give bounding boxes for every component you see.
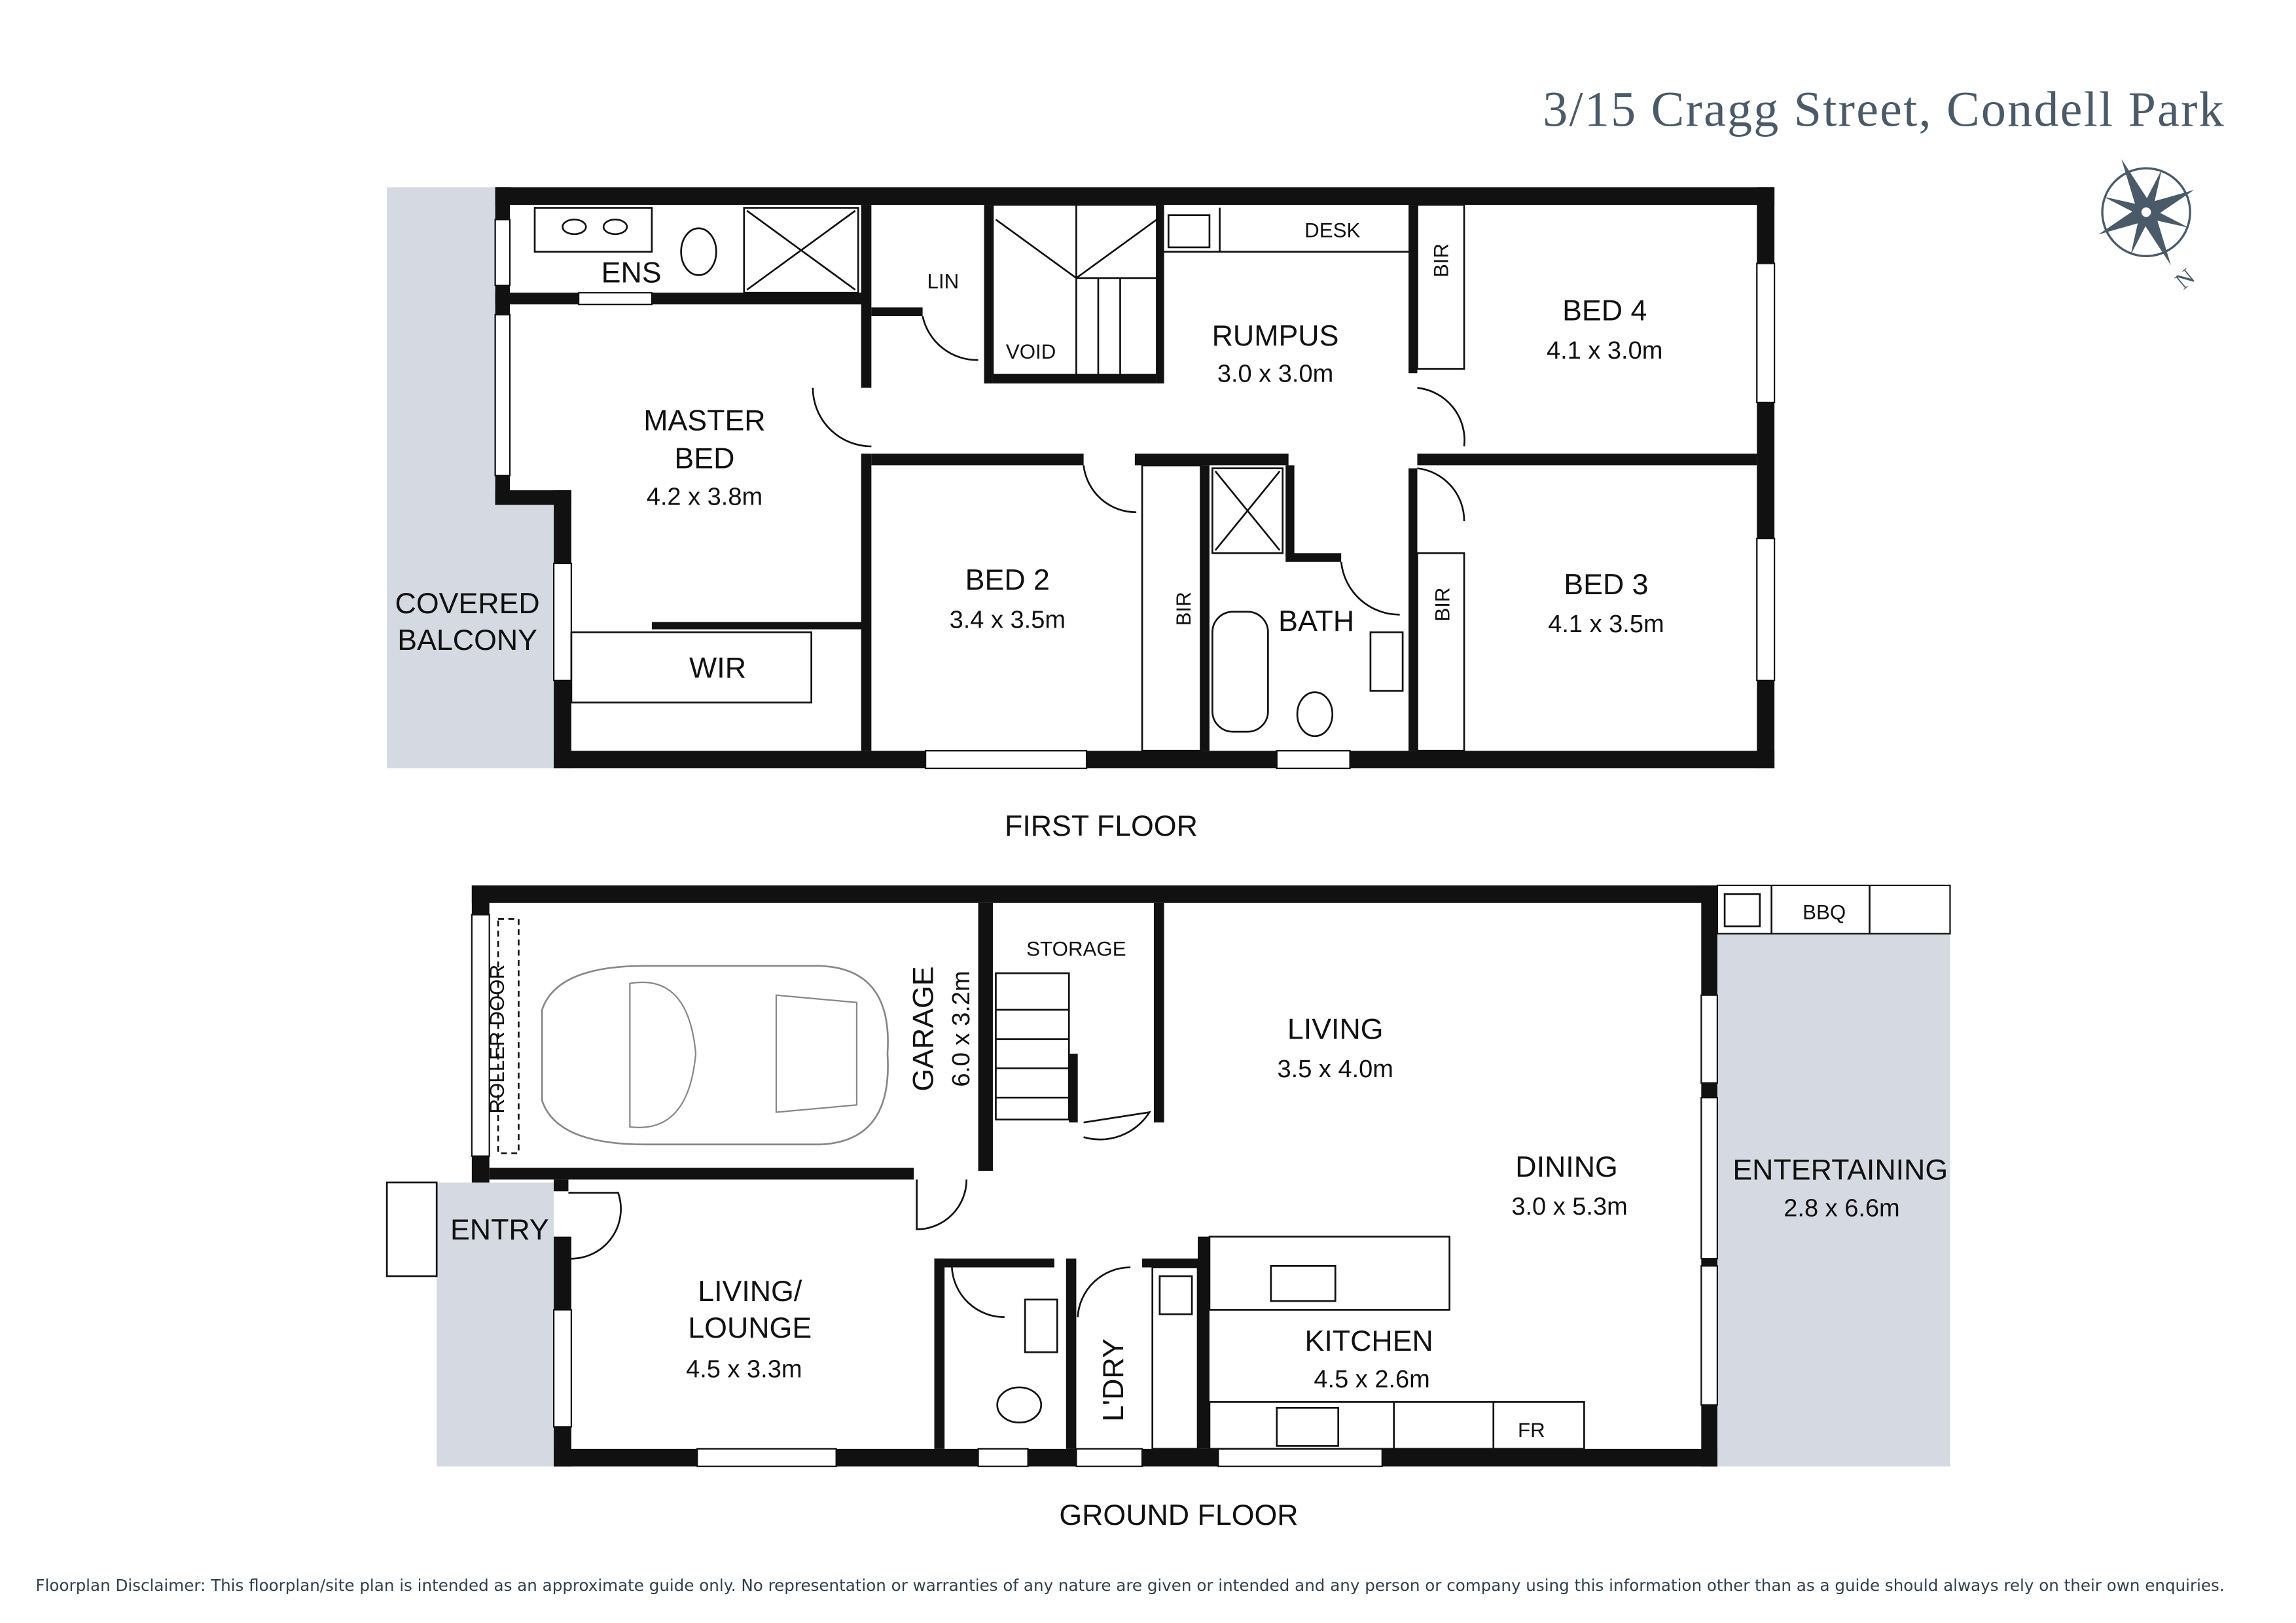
room-label-lounge: LIVING/ (698, 1275, 802, 1308)
entertaining-area (1717, 933, 1950, 1467)
appliance-label-fridge: FR (1518, 1419, 1545, 1442)
compass-rose-icon (2098, 159, 2195, 266)
sink-icon (1167, 214, 1211, 249)
room-label-void: VOID (1006, 340, 1056, 363)
room-label-bed3: BED 3 (1564, 569, 1648, 601)
room-label-dining: DINING (1515, 1151, 1618, 1183)
kitchen-bench (1208, 1400, 1585, 1450)
ground-floor-heading: GROUND FLOOR (1059, 1499, 1298, 1531)
room-label-bir: BIR (1172, 592, 1195, 626)
room-size-dining: 3.0 x 5.3m (1511, 1193, 1627, 1221)
room-label-ens: ENS (601, 257, 662, 289)
first-floor-plan: ENS LIN VOID DESK RUMPUS 3.0 x 3.0m BIR … (387, 187, 1776, 842)
sink-icon (1270, 1265, 1336, 1302)
window (552, 1309, 573, 1428)
basin-icon (1024, 1298, 1058, 1353)
shower-icon (1211, 467, 1284, 554)
room-size-lounge: 4.5 x 3.3m (686, 1355, 802, 1383)
room-label-entertaining: ENTERTAINING (1732, 1154, 1948, 1186)
ground-floor-plan: ROLLER DOOR GARAGE 6.0 x 3.2m STORAGE LI… (386, 884, 1951, 1531)
room-label-living: LIVING (1287, 1014, 1384, 1046)
room-label-master: BED (674, 443, 734, 475)
room-label-lin: LIN (927, 270, 960, 293)
window (1700, 1265, 1719, 1406)
room-label-wir: WIR (689, 652, 746, 684)
toilet-icon (996, 1386, 1043, 1423)
covered-balcony-area (387, 187, 554, 769)
room-size-rumpus: 3.0 x 3.0m (1217, 361, 1333, 388)
room-label-bbq: BBQ (1803, 901, 1846, 923)
room-label-garage: GARAGE (907, 966, 939, 1091)
staircase-icon (992, 204, 1158, 376)
room-label-lounge: LOUNGE (688, 1312, 812, 1344)
bathtub-icon (1211, 611, 1269, 733)
staircase-icon (995, 972, 1070, 1121)
room-size-bed2: 3.4 x 3.5m (950, 606, 1066, 633)
window (1217, 1448, 1383, 1467)
room-label-laundry: L'DRY (1098, 1338, 1130, 1421)
cooktop-icon (1276, 1406, 1340, 1447)
room-label-bed2: BED 2 (965, 564, 1050, 596)
window (1276, 750, 1351, 770)
room-label-balcony: COVERED (395, 588, 540, 620)
room-size-living: 3.5 x 4.0m (1278, 1056, 1393, 1083)
sliding-door (1700, 1097, 1719, 1260)
disclaimer: Floorplan Disclaimer: This floorplan/sit… (35, 1576, 2224, 1595)
room-size-bed4: 4.1 x 3.0m (1547, 337, 1662, 365)
room-label-master: MASTER (643, 404, 765, 437)
room-label-bath: BATH (1278, 605, 1354, 637)
vanity-icon (533, 207, 653, 253)
sliding-door (494, 313, 511, 476)
kitchen-island (1208, 1236, 1451, 1311)
window (696, 1448, 837, 1467)
room-size-kitchen: 4.5 x 2.6m (1314, 1366, 1429, 1393)
window (494, 219, 511, 287)
room-label-desk: DESK (1304, 219, 1360, 241)
window (924, 750, 1088, 770)
room-label-kitchen: KITCHEN (1305, 1325, 1433, 1357)
shower-icon (743, 207, 859, 294)
window (1700, 994, 1719, 1084)
room-label-rumpus: RUMPUS (1212, 320, 1339, 352)
room-size-master: 4.2 x 3.8m (647, 484, 762, 511)
bbq-icon (1723, 893, 1761, 927)
property-address: 3/15 Cragg Street, Condell Park (1543, 82, 2225, 137)
window (1756, 262, 1776, 404)
car-icon (541, 965, 889, 1146)
room-label-bed4: BED 4 (1562, 295, 1647, 327)
window (552, 562, 573, 681)
room-label-bir: BIR (1429, 243, 1452, 277)
laundry-tub-icon (1158, 1275, 1193, 1315)
roller-door (471, 914, 490, 1157)
room-label-storage: STORAGE (1026, 937, 1126, 960)
basin-icon (1369, 631, 1404, 692)
room-label-roller-door: ROLLER DOOR (486, 965, 509, 1114)
room-size-entertaining: 2.8 x 6.6m (1784, 1194, 1899, 1222)
window (1756, 537, 1776, 681)
room-size-bed3: 4.1 x 3.5m (1548, 611, 1664, 638)
room-size-garage: 6.0 x 3.2m (948, 971, 975, 1086)
toilet-icon (680, 227, 717, 276)
compass-north-label: N (2170, 263, 2200, 294)
room-label-bir: BIR (1431, 587, 1454, 621)
room-label-balcony: BALCONY (397, 624, 537, 656)
room-label-entry: ENTRY (450, 1214, 549, 1246)
toilet-icon (1296, 691, 1334, 738)
entry-porch-area (437, 1182, 554, 1467)
first-floor-heading: FIRST FLOOR (1005, 810, 1198, 842)
